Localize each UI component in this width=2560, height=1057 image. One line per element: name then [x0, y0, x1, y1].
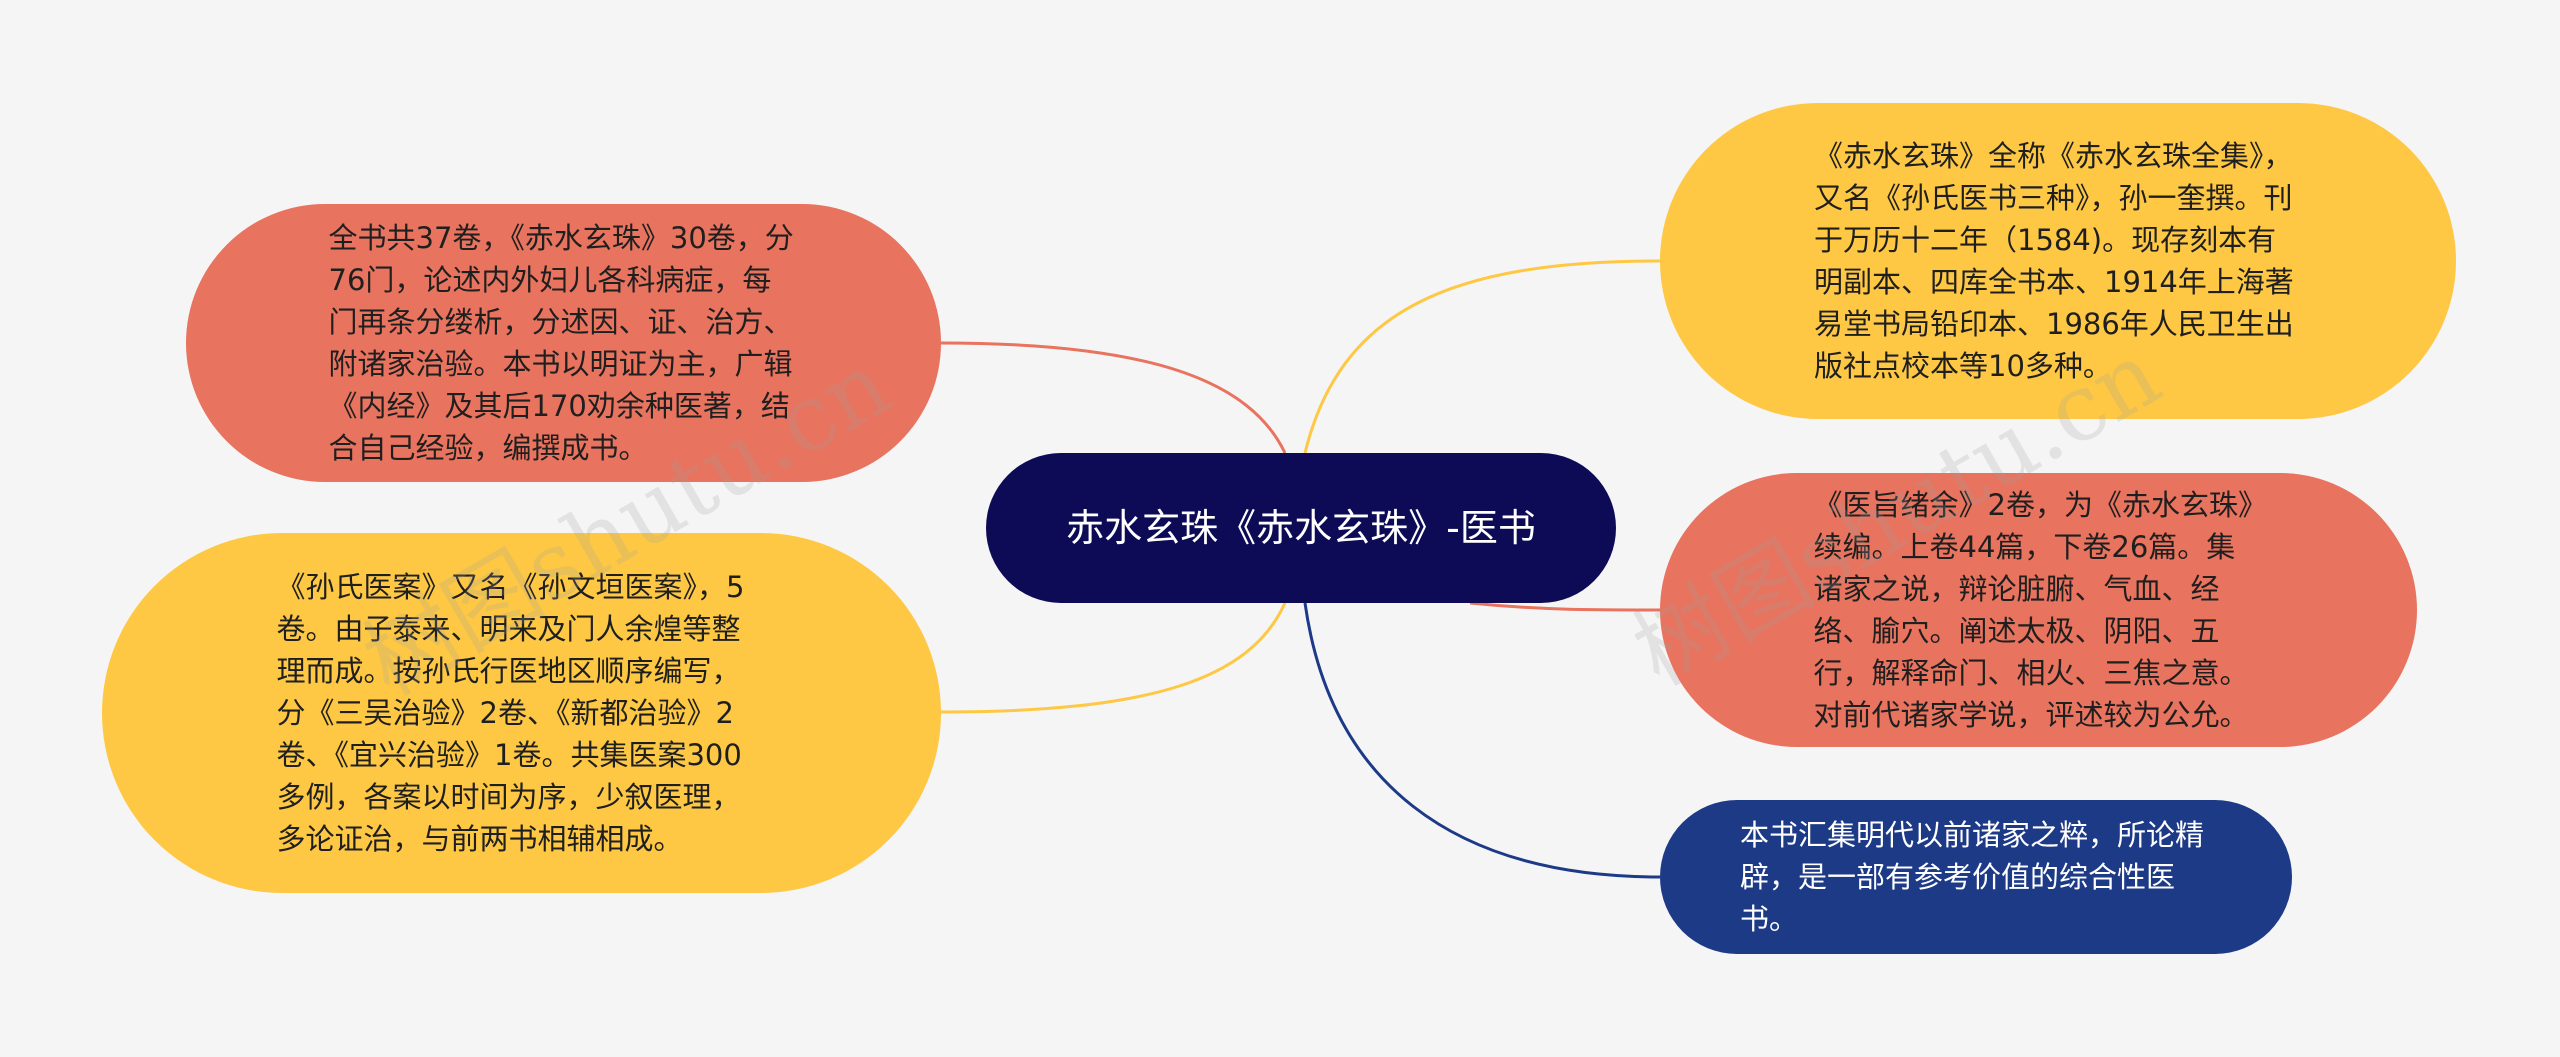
branch-text-1: 全书共37卷，《赤水玄珠》30卷，分76门，论述内外妇儿各科病症，每门再条分缕析… — [328, 221, 794, 465]
root-label: 赤水玄珠《赤水玄珠》-医书 — [1066, 506, 1536, 550]
branch-node-5[interactable]: 本书汇集明代以前诸家之粹，所论精辟，是一部有参考价值的综合性医书。 — [1660, 800, 2292, 954]
connector-line-1 — [940, 341, 1287, 454]
branch-node-2[interactable]: 《孙氏医案》又名《孙文垣医案》，5卷。由子泰来、明来及门人余煌等整理而成。按孙氏… — [102, 533, 941, 893]
branch-text-5: 本书汇集明代以前诸家之粹，所论精辟，是一部有参考价值的综合性医书。 — [1740, 818, 2205, 936]
branch-text-3: 《赤水玄珠》全称《赤水玄珠全集》，又名《孙氏医书三种》，孙一奎撰。刊于万历十二年… — [1814, 139, 2294, 383]
branch-text-2: 《孙氏医案》又名《孙文垣医案》，5卷。由子泰来、明来及门人余煌等整理而成。按孙氏… — [276, 570, 745, 856]
branch-node-1[interactable]: 全书共37卷，《赤水玄珠》30卷，分76门，论述内外妇儿各科病症，每门再条分缕析… — [186, 204, 941, 482]
connector-line-3 — [1303, 259, 1661, 454]
root-node[interactable]: 赤水玄珠《赤水玄珠》-医书 — [986, 453, 1616, 603]
branch-text-4: 《医旨绪余》2卷，为《赤水玄珠》续编。上卷44篇，下卷26篇。集诸家之说，辩论脏… — [1813, 488, 2253, 732]
connector-line-2 — [940, 602, 1287, 714]
connector-line-5 — [1303, 602, 1661, 879]
branch-node-4[interactable]: 《医旨绪余》2卷，为《赤水玄珠》续编。上卷44篇，下卷26篇。集诸家之说，辩论脏… — [1660, 473, 2417, 747]
branch-node-3[interactable]: 《赤水玄珠》全称《赤水玄珠全集》，又名《孙氏医书三种》，孙一奎撰。刊于万历十二年… — [1660, 103, 2456, 419]
connector-line-4 — [1469, 601, 1661, 612]
